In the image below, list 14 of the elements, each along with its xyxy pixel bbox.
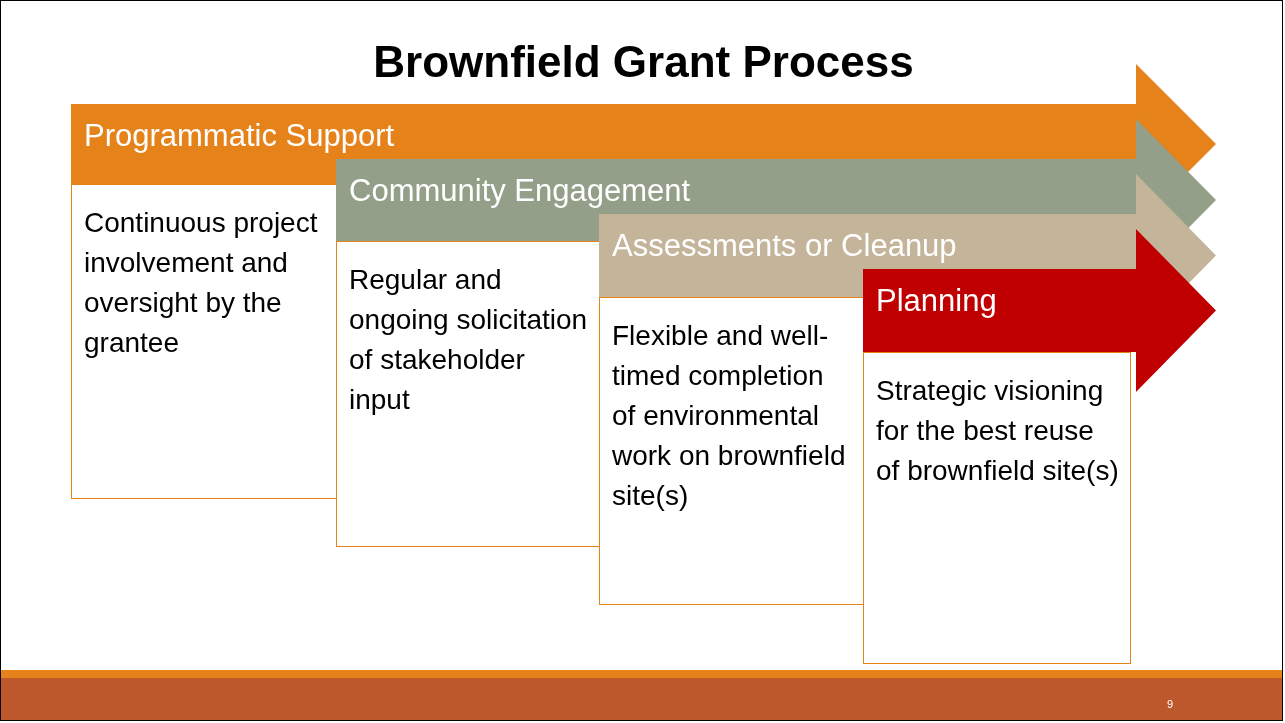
description-box bbox=[71, 184, 337, 499]
page-number: 9 bbox=[1167, 698, 1174, 710]
description-text: Strategic visioning for the best reuse of brownfield site(s) bbox=[876, 374, 1120, 488]
description-text: Continuous project involvement and oversight by the grantee bbox=[84, 206, 319, 360]
description-box bbox=[599, 297, 864, 605]
stage-heading: Community Engagement bbox=[349, 173, 691, 209]
description-box bbox=[336, 241, 600, 547]
stage-heading: Assessments or Cleanup bbox=[612, 228, 957, 264]
stage-heading: Programmatic Support bbox=[84, 118, 395, 154]
description-box bbox=[863, 352, 1131, 664]
description-text: Flexible and well-timed completion of environmental work on brownfield site(s) bbox=[612, 319, 847, 513]
description-text: Regular and ongoing solicitation of stakeholder input bbox=[349, 263, 589, 417]
stage-heading: Planning bbox=[876, 283, 997, 319]
slide-title: Brownfield Grant Process bbox=[372, 37, 915, 87]
